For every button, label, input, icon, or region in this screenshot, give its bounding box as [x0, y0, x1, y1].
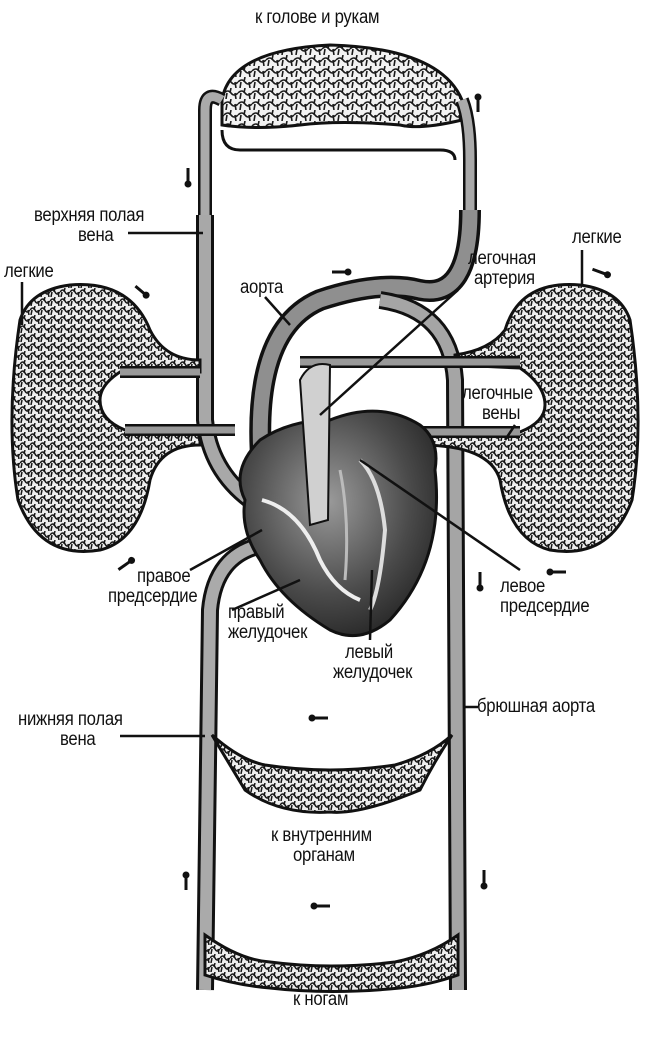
arrow-right-icon	[134, 284, 150, 299]
label-left-atrium: левое	[500, 576, 546, 597]
label-pulmonary-artery: легочная	[468, 248, 536, 269]
label-lungs-left: легкие	[4, 261, 54, 282]
label-inferior-vena-cava: нижняя полая	[18, 709, 123, 730]
left-lung-capillaries	[10, 283, 235, 553]
label-right-atrium-2: предсердие	[108, 586, 198, 607]
label-right-ventricle: правый	[228, 602, 285, 623]
arrow-up-right-icon	[117, 556, 136, 571]
arrow-up-icon	[474, 93, 482, 112]
label-superior-vena-cava-2: вена	[78, 225, 114, 246]
legs-capillaries	[203, 932, 460, 993]
leader-lines	[20, 231, 584, 738]
label-aorta: аорта	[240, 277, 283, 298]
label-inferior-vena-cava-2: вена	[60, 729, 96, 750]
right-lung-capillaries	[300, 283, 640, 553]
label-abdominal-aorta: брюшная аорта	[477, 696, 595, 717]
label-lungs-right: легкие	[572, 227, 622, 248]
label-legs: к ногам	[293, 989, 349, 1010]
label-left-atrium-2: предсердие	[500, 596, 590, 617]
arrow-up-icon	[182, 871, 190, 890]
arrow-down-icon	[480, 870, 488, 890]
flow-arrows	[117, 93, 612, 910]
arrow-down-icon	[184, 168, 192, 188]
head-arms-capillaries	[198, 43, 477, 225]
label-pulmonary-veins: легочные	[462, 383, 533, 404]
arrow-right-icon	[591, 267, 612, 279]
label-left-ventricle: левый	[345, 642, 393, 663]
label-internal-organs-2: органам	[293, 845, 355, 866]
heart	[238, 363, 439, 638]
arrow-right-icon	[332, 268, 352, 276]
label-pulmonary-artery-2: артерия	[474, 268, 535, 289]
arrow-left-icon	[310, 902, 330, 910]
label-head-arms: к голове и рукам	[255, 7, 380, 28]
arrow-left-icon	[308, 714, 328, 722]
label-right-ventricle-2: желудочек	[228, 622, 308, 643]
arrow-left-icon	[546, 568, 566, 576]
label-pulmonary-veins-2: вены	[482, 403, 521, 424]
label-left-ventricle-2: желудочек	[333, 662, 413, 683]
internal-organs-capillaries	[210, 733, 454, 814]
label-superior-vena-cava: верхняя полая	[34, 205, 145, 226]
label-right-atrium: правое	[137, 566, 191, 587]
label-internal-organs: к внутренним	[271, 825, 372, 846]
arrow-down-icon	[476, 572, 484, 592]
